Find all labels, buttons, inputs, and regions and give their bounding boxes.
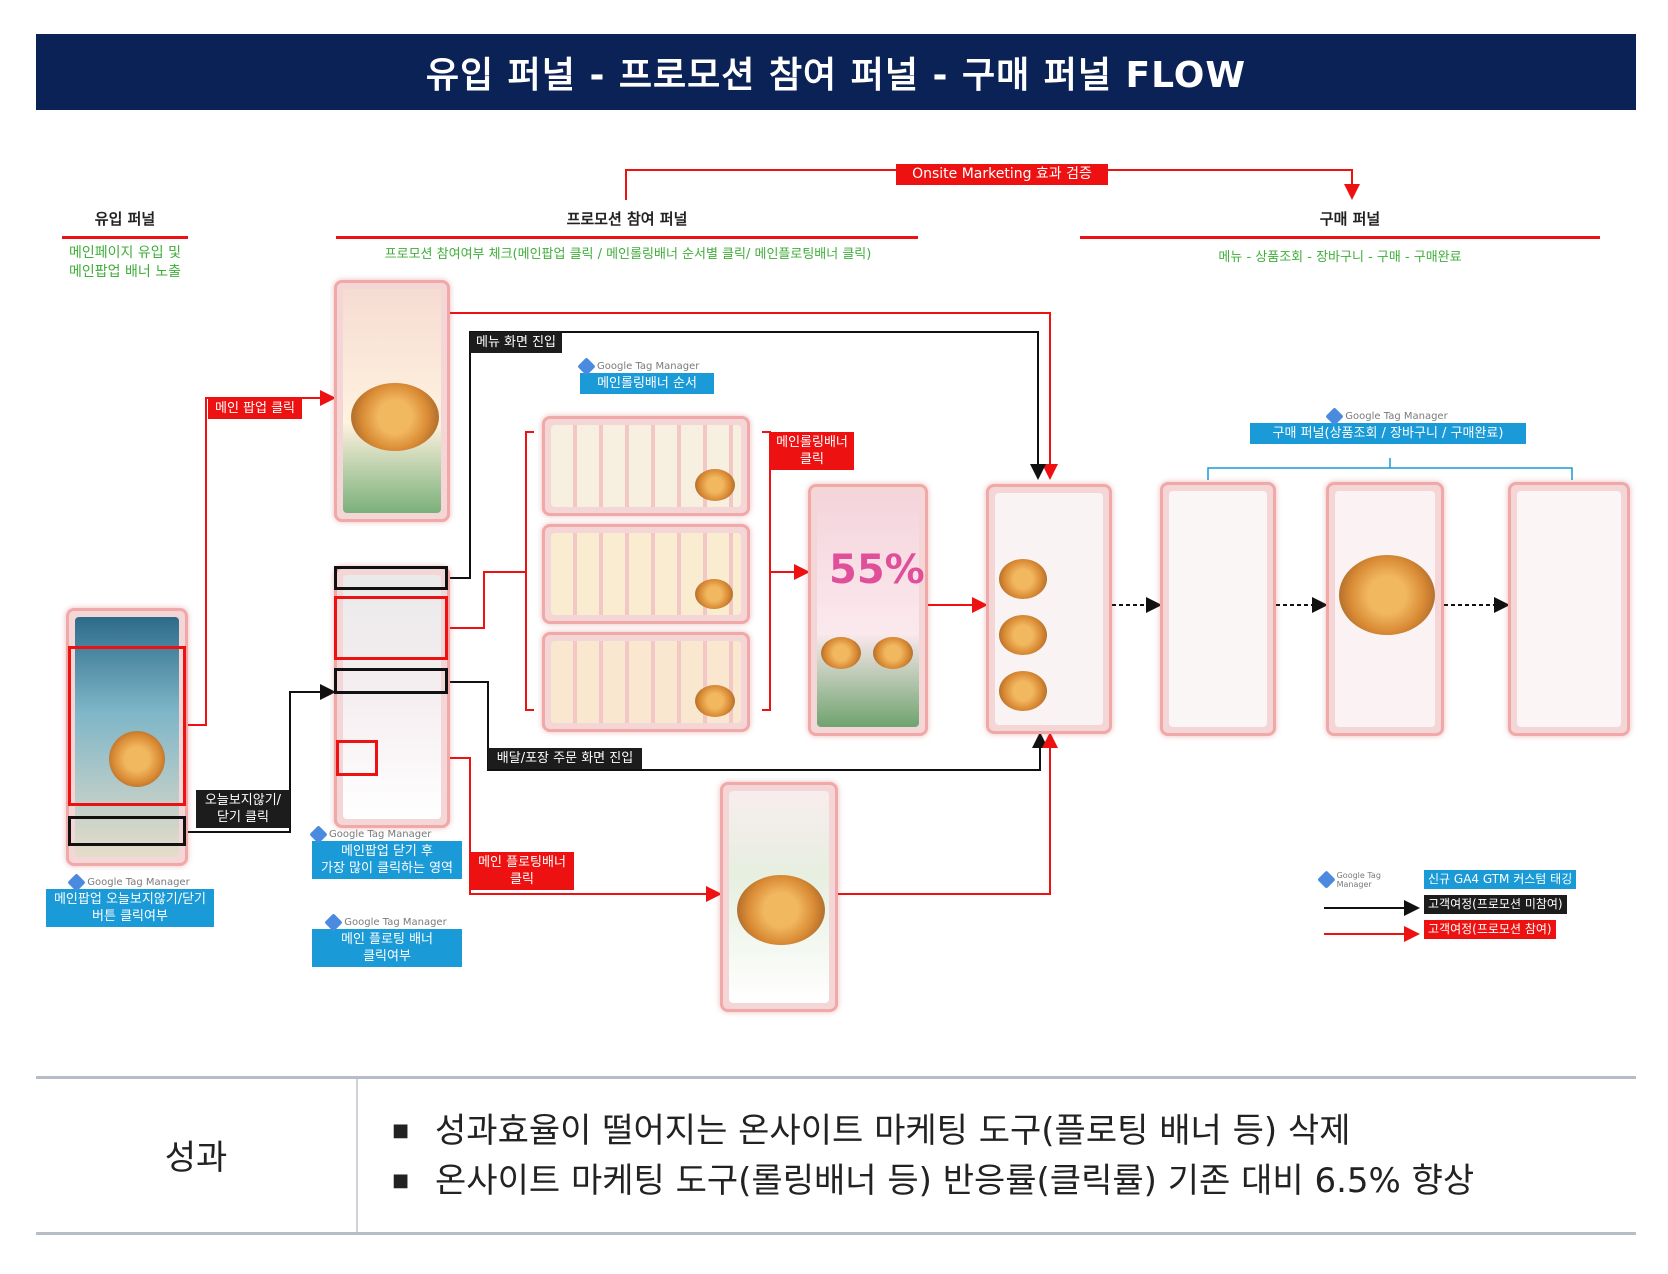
promo-desc: 프로모션 참여여부 체크(메인팝업 클릭 / 메인롤링배너 순서별 클릭/ 메인… bbox=[384, 247, 872, 262]
floating-click-line2: 클릭 bbox=[510, 872, 534, 887]
gtm-purchase-tags: Google Tag Manager 구매 퍼널(상품조회 / 장바구니 / 구… bbox=[1250, 407, 1526, 444]
gtm-logo: Google Tag Manager bbox=[309, 825, 462, 844]
rolling-banner-3 bbox=[542, 632, 750, 732]
gtm-brand-text: Google Tag Manager bbox=[1345, 411, 1448, 422]
gtm-brand-text: Google Tag Manager bbox=[597, 361, 700, 372]
gtm-brand-text: Google Tag Manager bbox=[344, 917, 447, 928]
legend-gtm: Google Tag Manager 신규 GA4 GTM 커스텀 태깅 bbox=[1317, 870, 1592, 889]
rolling-click-label: 메인롤링배너 클릭 bbox=[770, 432, 854, 470]
results-divider bbox=[356, 1079, 358, 1233]
gtm-icon bbox=[1317, 870, 1336, 889]
rolling-banner-1 bbox=[542, 416, 750, 516]
gtm-popup-today-line2: 버튼 클릭여부 bbox=[92, 909, 168, 924]
promo-discount-text: 55% bbox=[829, 547, 925, 593]
onsite-marketing-label: Onsite Marketing 효과 검증 bbox=[896, 164, 1108, 185]
inflow-desc: 메인페이지 유입 및 메인팝업 배너 노출 bbox=[40, 244, 210, 282]
delivery-area-highlight bbox=[334, 668, 448, 694]
gtm-floating: Google Tag Manager 메인 플로팅 배너 클릭여부 bbox=[312, 913, 462, 967]
gtm-logo: Google Tag Manager bbox=[46, 873, 214, 892]
gtm-floating-label: 메인 플로팅 배너 클릭여부 bbox=[312, 929, 462, 967]
legend: Google Tag Manager 신규 GA4 GTM 커스텀 태깅 고객여… bbox=[1317, 870, 1592, 939]
legend-red: 고객여정(프로모션 참여) bbox=[1320, 920, 1592, 939]
rolling-click-line2: 클릭 bbox=[800, 452, 824, 467]
delivery-enter-label: 배달/포장 주문 화면 진입 bbox=[488, 748, 642, 769]
gtm-floating-line2: 클릭여부 bbox=[363, 949, 411, 964]
menu-enter-label: 메뉴 화면 진입 bbox=[470, 332, 562, 353]
rolling-click-line1: 메인롤링배너 bbox=[776, 435, 848, 450]
floating-banner-highlight bbox=[336, 740, 378, 776]
result-bullet-1: ■ 성과효율이 떨어지는 온사이트 마케팅 도구(플로팅 배너 등) 삭제 bbox=[392, 1106, 1612, 1156]
gtm-logo: Google Tag Manager bbox=[577, 357, 714, 376]
result-text-1: 성과효율이 떨어지는 온사이트 마케팅 도구(플로팅 배너 등) 삭제 bbox=[435, 1111, 1351, 1151]
main-popup-highlight bbox=[68, 646, 186, 806]
cart-phone bbox=[1326, 482, 1444, 736]
main-popup-click-label: 메인 팝업 클릭 bbox=[208, 398, 302, 419]
gtm-rolling-order-label: 메인롤링배너 순서 bbox=[580, 373, 714, 394]
gtm-brand-text: Google Tag Manager bbox=[87, 877, 190, 888]
inflow-funnel-title: 유입 퍼널 bbox=[94, 210, 156, 228]
gtm-logo: Google Tag Manager bbox=[312, 913, 462, 932]
gtm-floating-line1: 메인 플로팅 배너 bbox=[341, 932, 433, 947]
result-bullet-2: ■ 온사이트 마케팅 도구(롤링배너 등) 반응률(클릭률) 기존 대비 6.5%… bbox=[392, 1156, 1612, 1206]
gtm-brand-text: Google Tag Manager bbox=[1336, 870, 1381, 889]
close-click-line1: 오늘보지않기/ bbox=[204, 793, 282, 808]
gtm-popup-today-line1: 메인팝업 오늘보지않기/닫기 bbox=[53, 892, 207, 907]
popup-promo-phone bbox=[334, 280, 450, 522]
results-bottom-border bbox=[36, 1232, 1636, 1235]
promo-funnel-title: 프로모션 참여 퍼널 bbox=[566, 210, 688, 228]
gtm-popup-close-line2: 가장 많이 클릭하는 영역 bbox=[321, 861, 453, 876]
popup-close-highlight bbox=[68, 816, 186, 846]
promotion-page-phone: 55% bbox=[808, 484, 928, 736]
purchase-underline bbox=[1080, 236, 1600, 239]
inflow-desc-line2: 메인팝업 배너 노출 bbox=[69, 264, 181, 280]
gtm-popup-close-area: Google Tag Manager 메인팝업 닫기 후 가장 많이 클릭하는 … bbox=[309, 825, 462, 879]
legend-gtm-label: 신규 GA4 GTM 커스텀 태깅 bbox=[1424, 870, 1577, 889]
rolling-banner-highlight bbox=[334, 596, 448, 660]
gtm-popup-today: Google Tag Manager 메인팝업 오늘보지않기/닫기 버튼 클릭여… bbox=[46, 873, 214, 927]
floating-click-label: 메인 플로팅배너 클릭 bbox=[470, 852, 574, 890]
menu-page-phone bbox=[986, 484, 1112, 734]
gtm-logo: Google Tag Manager bbox=[1250, 407, 1526, 426]
order-complete-phone bbox=[1508, 482, 1630, 736]
results-list: ■ 성과효율이 떨어지는 온사이트 마케팅 도구(플로팅 배너 등) 삭제 ■ 온사… bbox=[392, 1106, 1612, 1206]
page-title: 유입 퍼널 - 프로모션 참여 퍼널 - 구매 퍼널 FLOW bbox=[36, 34, 1636, 110]
close-click-label: 오늘보지않기/ 닫기 클릭 bbox=[196, 790, 290, 828]
legend-black-label: 고객여정(프로모션 미참여) bbox=[1424, 895, 1567, 914]
floating-click-line1: 메인 플로팅배너 bbox=[478, 855, 566, 870]
gtm-rolling-order: Google Tag Manager 메인롤링배너 순서 bbox=[577, 357, 714, 394]
results-top-border bbox=[36, 1076, 1636, 1079]
gtm-brand-text: Google Tag Manager bbox=[329, 829, 432, 840]
gtm-popup-close-label: 메인팝업 닫기 후 가장 많이 클릭하는 영역 bbox=[312, 841, 462, 879]
promo-underline bbox=[336, 236, 918, 239]
result-text-2: 온사이트 마케팅 도구(롤링배너 등) 반응률(클릭률) 기존 대비 6.5% … bbox=[435, 1161, 1475, 1201]
inflow-desc-line1: 메인페이지 유입 및 bbox=[69, 245, 181, 261]
main-layout-phone bbox=[334, 566, 450, 828]
legend-red-label: 고객여정(프로모션 참여) bbox=[1424, 920, 1556, 939]
rolling-banner-2 bbox=[542, 524, 750, 624]
floating-banner-phone bbox=[720, 782, 838, 1012]
gtm-popup-close-line1: 메인팝업 닫기 후 bbox=[341, 844, 433, 859]
close-click-line2: 닫기 클릭 bbox=[217, 810, 269, 825]
bullet-square-icon: ■ bbox=[392, 1120, 410, 1141]
purchase-desc: 메뉴 - 상품조회 - 장바구니 - 구매 - 구매완료 bbox=[1218, 250, 1462, 265]
inflow-underline bbox=[62, 236, 188, 239]
product-view-phone bbox=[1160, 482, 1276, 736]
purchase-funnel-title: 구매 퍼널 bbox=[1319, 210, 1381, 228]
menu-area-highlight bbox=[334, 566, 448, 590]
results-label: 성과 bbox=[164, 1138, 228, 1178]
bullet-square-icon: ■ bbox=[392, 1170, 410, 1191]
gtm-purchase-tags-label: 구매 퍼널(상품조회 / 장바구니 / 구매완료) bbox=[1250, 423, 1526, 444]
gtm-logo: Google Tag Manager bbox=[1317, 870, 1416, 889]
gtm-popup-today-label: 메인팝업 오늘보지않기/닫기 버튼 클릭여부 bbox=[46, 889, 214, 927]
legend-black: 고객여정(프로모션 미참여) bbox=[1320, 895, 1592, 914]
